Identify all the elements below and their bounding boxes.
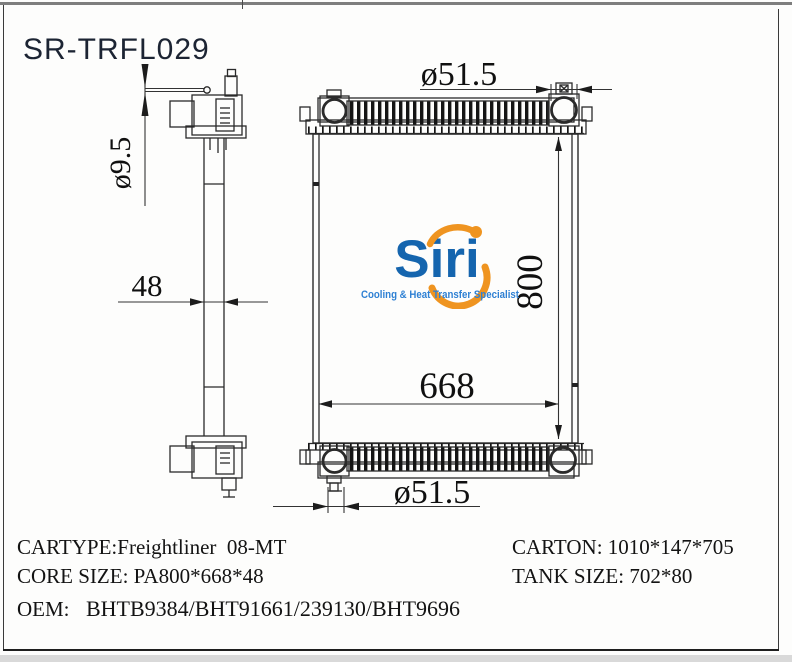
siri-logo-swoosh-top	[426, 223, 478, 248]
siri-logo: Siri Cooling & Heat Transfer Specialist	[361, 223, 519, 309]
dim-core-height-label: 800	[510, 254, 551, 310]
drawing-frame-right	[778, 9, 779, 650]
spec-oem: OEM: BHTB9384/BHT91661/239130/BHT9696	[17, 596, 460, 622]
spec-cartype: CARTYPE:Freightliner 08-MT	[17, 535, 286, 560]
dim-bottom-pipe: ø51.5	[273, 474, 480, 513]
spec-core-size: CORE SIZE: PA800*668*48	[17, 564, 264, 589]
radiator-front-view	[299, 82, 593, 492]
spec-tank-size-label: TANK SIZE:	[512, 564, 625, 588]
spec-oem-label: OEM:	[17, 597, 70, 621]
siri-logo-text: Siri	[394, 230, 479, 289]
part-number-title: SR-TRFL029	[23, 33, 210, 66]
siri-logo-swoosh-bottom	[428, 263, 491, 309]
dim-top-pipe-label: ø51.5	[421, 56, 498, 93]
dim-side-thickness: 48	[118, 268, 268, 306]
spec-tank-size-value: 702*80	[624, 564, 693, 588]
spec-tank-size: TANK SIZE: 702*80	[512, 564, 692, 589]
page-top-rule	[0, 2, 792, 5]
spec-carton-value: 1010*147*705	[602, 535, 734, 559]
siri-logo-tagline: Cooling & Heat Transfer Specialist	[361, 289, 519, 301]
spec-core-size-label: CORE SIZE:	[17, 564, 129, 588]
drawing-frame-left	[3, 5, 4, 650]
dim-bottom-pipe-label: ø51.5	[394, 474, 471, 511]
dim-core-width: 668	[318, 366, 559, 408]
radiator-side-view	[169, 68, 247, 498]
dim-small-pipe-label: ø9.5	[104, 137, 137, 190]
spec-cartype-label: CARTYPE:	[17, 535, 118, 559]
dim-small-pipe: ø9.5	[104, 64, 211, 206]
page-bottom-margin	[0, 655, 792, 662]
dim-core-width-label: 668	[419, 366, 475, 407]
spec-oem-value: BHTB9384/BHT91661/239130/BHT9696	[69, 596, 461, 621]
spec-core-size-value: PA800*668*48	[128, 564, 264, 588]
dim-core-height: 800	[510, 137, 562, 439]
frame-tick	[242, 0, 243, 9]
dim-top-pipe: ø51.5	[420, 56, 612, 101]
spec-cartype-value: Freightliner 08-MT	[117, 535, 287, 559]
siri-logo-swoosh-ball	[470, 226, 482, 238]
dim-side-thickness-label: 48	[132, 268, 163, 303]
drawing-frame-bottom	[3, 649, 779, 651]
spec-carton-label: CARTON:	[512, 535, 603, 559]
spec-carton: CARTON: 1010*147*705	[512, 535, 734, 560]
